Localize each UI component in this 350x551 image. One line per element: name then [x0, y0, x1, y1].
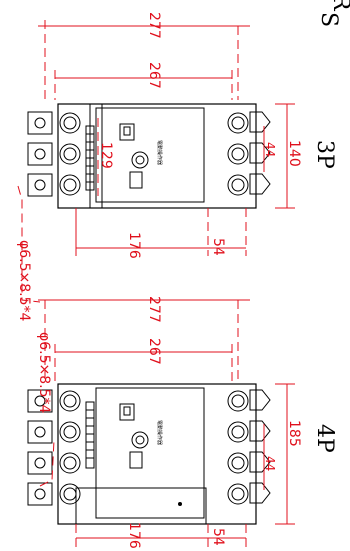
hole-note-4p: φ6.5×8.5*4	[36, 332, 52, 413]
left-terminals-3p	[27, 111, 81, 197]
title-4p: 4P	[312, 424, 337, 453]
terminal-strip-4p	[85, 401, 95, 469]
dim-277-3p: 277	[146, 12, 162, 39]
hole-note-3p: φ6.5×8.5*4	[16, 240, 32, 321]
brand-text-3p: 電動操作器	[156, 140, 163, 165]
left-terminals-4p	[27, 389, 81, 506]
top-edge-fragment-r: R	[328, 0, 350, 12]
dim-267-3p: 267	[146, 62, 162, 89]
leader-hole-4p	[39, 439, 55, 487]
view-4p: 4P 277 267	[27, 296, 337, 549]
dim-176-4p: 176	[126, 522, 142, 549]
dim-54-4p: 54	[210, 528, 226, 546]
dial-4p	[131, 431, 149, 449]
terminal-strip-3p	[85, 125, 95, 191]
dim-129-3p: 129	[98, 142, 114, 169]
dim-176-3p: 176	[126, 232, 142, 259]
right-terminals-3p	[227, 111, 271, 196]
dim-267-4p: 267	[146, 338, 162, 365]
view-3p: 3P 277 267	[16, 12, 337, 321]
dim-44-3p: 44	[263, 142, 277, 157]
top-edge-fragment-s: S	[316, 12, 341, 27]
leader-hole-3p	[17, 185, 41, 303]
switch-3p	[119, 123, 135, 141]
body-outline-4p	[57, 383, 257, 525]
brand-text-4p: 電動操作器	[156, 420, 163, 445]
right-terminals-4p	[227, 389, 271, 505]
dim-44-4p: 44	[263, 456, 277, 471]
dim-140-3p: 140	[286, 140, 302, 167]
dim-185-4p: 185	[286, 420, 302, 447]
body-outline-3p	[57, 103, 257, 209]
dim-277-4p: 277	[146, 296, 162, 323]
dial-3p	[131, 151, 149, 169]
title-3p: 3P	[312, 140, 337, 169]
dim-54-3p: 54	[210, 238, 226, 256]
switch-4p	[119, 403, 135, 421]
